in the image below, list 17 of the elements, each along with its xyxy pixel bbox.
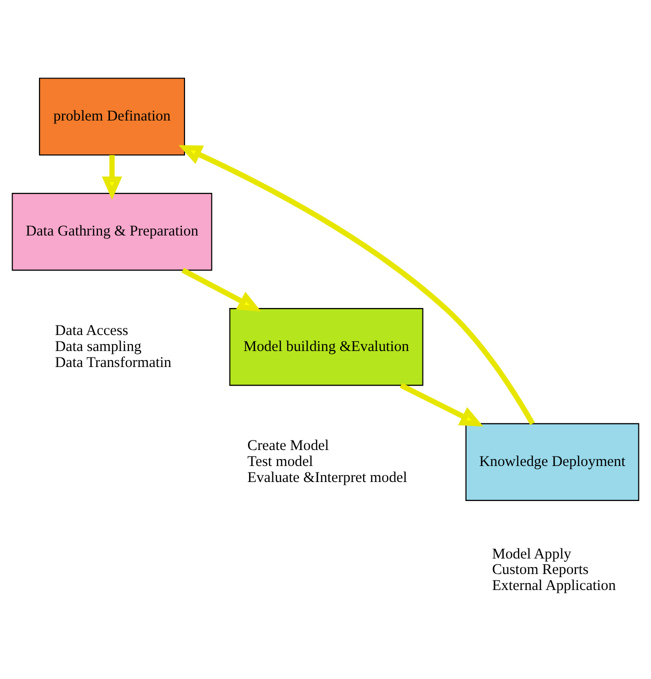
node-label: Data Access (54, 322, 128, 338)
node-label: Create Model (247, 438, 329, 454)
node-box: Knowledge Deployment (465, 422, 640, 500)
node-label: Data sampling (54, 338, 142, 354)
node-box: Model building &Evalution (229, 308, 424, 386)
node-label: Evaluate &Interpret model (247, 470, 408, 486)
node-label: Model Apply (492, 546, 572, 562)
node-label: Custom Reports (492, 562, 589, 578)
arrow (400, 382, 484, 426)
node-label: Test model (247, 454, 314, 470)
arrow (102, 154, 122, 200)
arrow (178, 144, 535, 424)
node-box: Data Gathring & Preparation (12, 192, 212, 270)
node-box: problem Defination (38, 77, 186, 156)
node-label: External Application (492, 578, 616, 594)
node-label: Data Transformatin (54, 354, 172, 370)
arrow (182, 267, 262, 311)
